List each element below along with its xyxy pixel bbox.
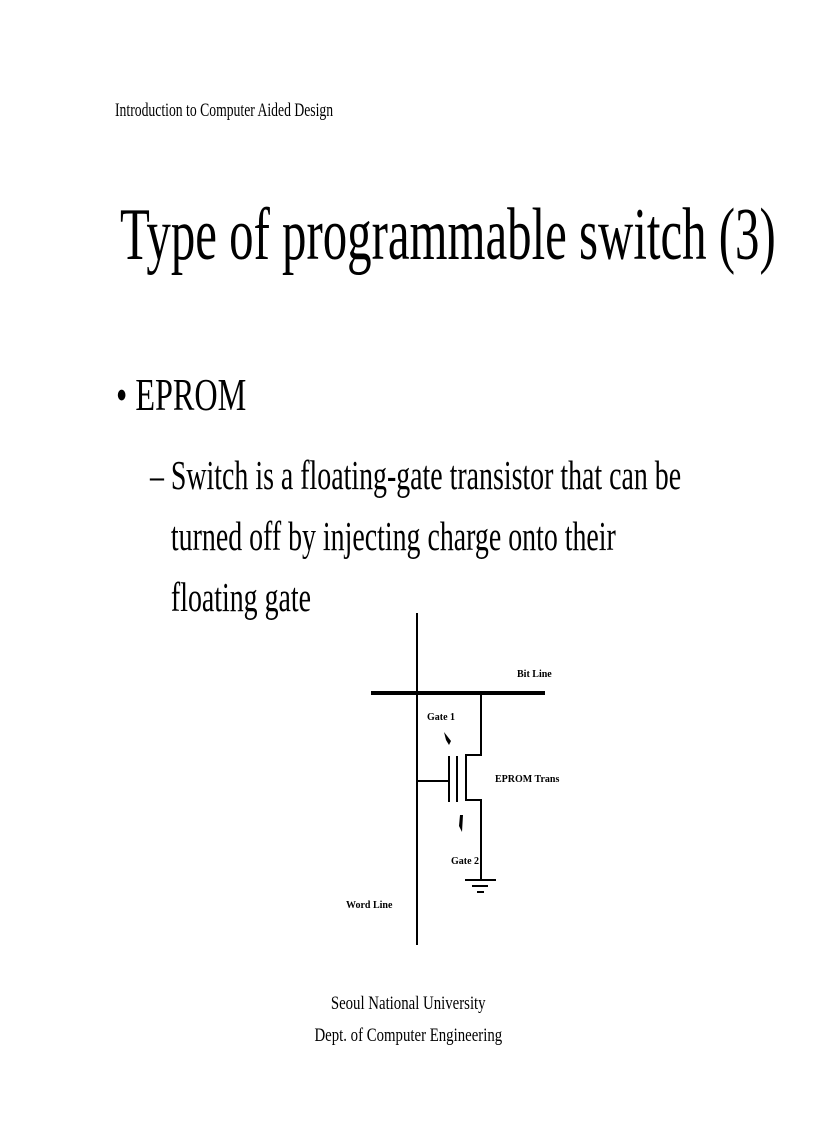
slide-title: Type of programmable switch (3) [120,194,776,276]
bullet-text: EPROM [135,369,247,420]
label-gate1: Gate 1 [427,712,455,723]
running-header: Introduction to Computer Aided Design [115,100,334,121]
label-eprom-trans: EPROM Trans [495,774,559,785]
gate1-arrow-icon [444,732,451,745]
transistor-drain-source [465,693,482,880]
ground-icon [465,879,496,893]
footer-line-1: Seoul National University [330,993,486,1014]
bullet-eprom: • EPROM [116,372,246,418]
sub-line-2: turned off by injecting charge onto thei… [170,513,616,559]
footer-line-2: Dept. of Computer Engineering [314,1025,502,1046]
sub-bullet-marker: – [150,452,164,498]
sub-bullet-line: – floating gate [150,577,311,618]
sub-line-1: Switch is a floating-gate transistor tha… [170,452,682,498]
label-bit-line: Bit Line [517,669,552,680]
sub-bullet-line: – turned off by injecting charge onto th… [150,516,616,557]
label-word-line: Word Line [346,900,393,911]
sub-bullet-line: – Switch is a floating-gate transistor t… [150,455,681,496]
gate2-arrow-icon [459,815,463,832]
footer-university: Seoul National University [0,994,816,1013]
sub-line-3: floating gate [170,574,312,620]
label-gate2: Gate 2 [451,856,479,867]
bullet-marker: • [116,369,128,420]
footer-department: Dept. of Computer Engineering [0,1026,816,1045]
